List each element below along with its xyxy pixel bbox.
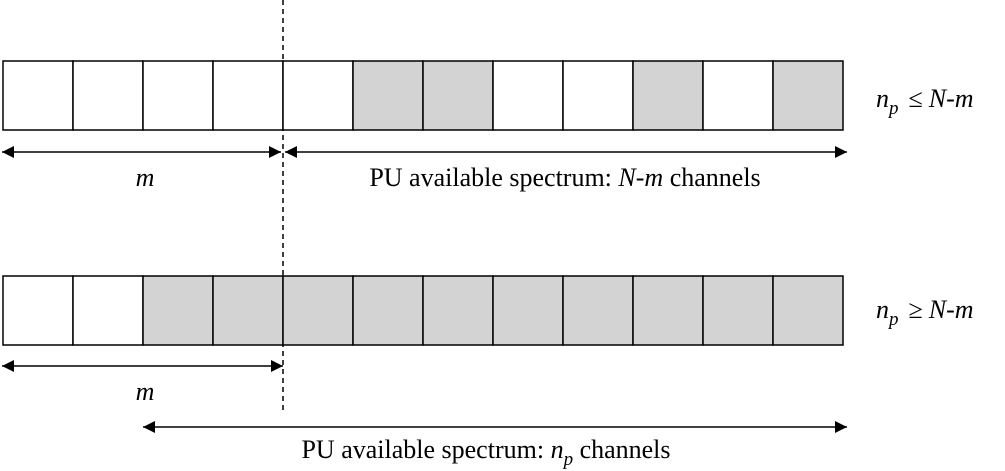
channel-cell-free bbox=[282, 60, 354, 131]
channel-cell-free bbox=[142, 60, 214, 131]
channel-cell-free bbox=[72, 60, 144, 131]
channel-cell-free bbox=[492, 60, 564, 131]
channel-row-top bbox=[2, 60, 844, 131]
channel-cell-occupied bbox=[492, 275, 564, 346]
channel-cell-occupied bbox=[282, 275, 354, 346]
channel-cell-occupied bbox=[562, 275, 634, 346]
channel-cell-free bbox=[702, 60, 774, 131]
channel-cell-free bbox=[212, 60, 284, 131]
condition-label-top: np≤N-m bbox=[876, 84, 974, 119]
spectrum-label-top: PU available spectrum: N-m channels bbox=[369, 163, 760, 192]
condition-label-bottom: np≥N-m bbox=[876, 295, 974, 330]
channel-cell-occupied bbox=[772, 275, 844, 346]
channel-cell-occupied bbox=[142, 275, 214, 346]
channel-cell-free bbox=[2, 275, 74, 346]
channel-cell-occupied bbox=[352, 275, 424, 346]
channel-cell-occupied bbox=[352, 60, 424, 131]
channel-cell-occupied bbox=[702, 275, 774, 346]
channel-cell-free bbox=[72, 275, 144, 346]
channel-cell-occupied bbox=[422, 275, 494, 346]
channel-cell-occupied bbox=[772, 60, 844, 131]
channel-cell-occupied bbox=[632, 60, 704, 131]
m-label-top: m bbox=[136, 163, 155, 192]
channel-cell-occupied bbox=[632, 275, 704, 346]
channel-cell-free bbox=[562, 60, 634, 131]
m-label-bottom: m bbox=[136, 377, 155, 406]
spectrum-label-bottom: PU available spectrum: np channels bbox=[301, 435, 670, 470]
channel-cell-free bbox=[2, 60, 74, 131]
channel-row-bottom bbox=[2, 275, 844, 346]
channel-cell-occupied bbox=[422, 60, 494, 131]
channel-cell-occupied bbox=[212, 275, 284, 346]
